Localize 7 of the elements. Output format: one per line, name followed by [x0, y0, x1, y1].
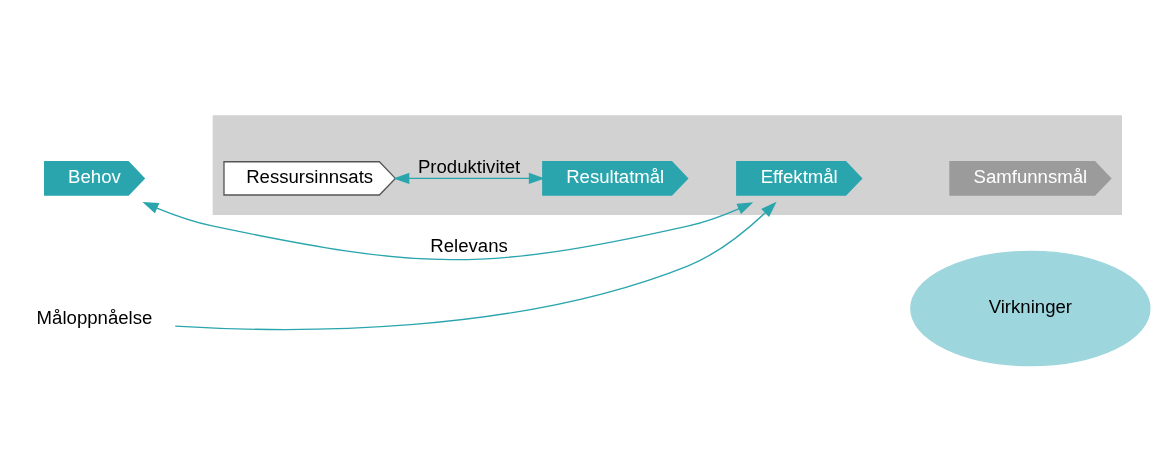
arrow: [393, 172, 545, 184]
arrow: [174, 201, 777, 330]
arrow: [142, 201, 754, 260]
edge-label: Produktivitet: [417, 155, 521, 177]
node-ellipse: Virkninger: [910, 250, 1151, 366]
edge-label: Relevans: [430, 234, 508, 256]
node-text: Måloppnåelse: [36, 306, 153, 328]
